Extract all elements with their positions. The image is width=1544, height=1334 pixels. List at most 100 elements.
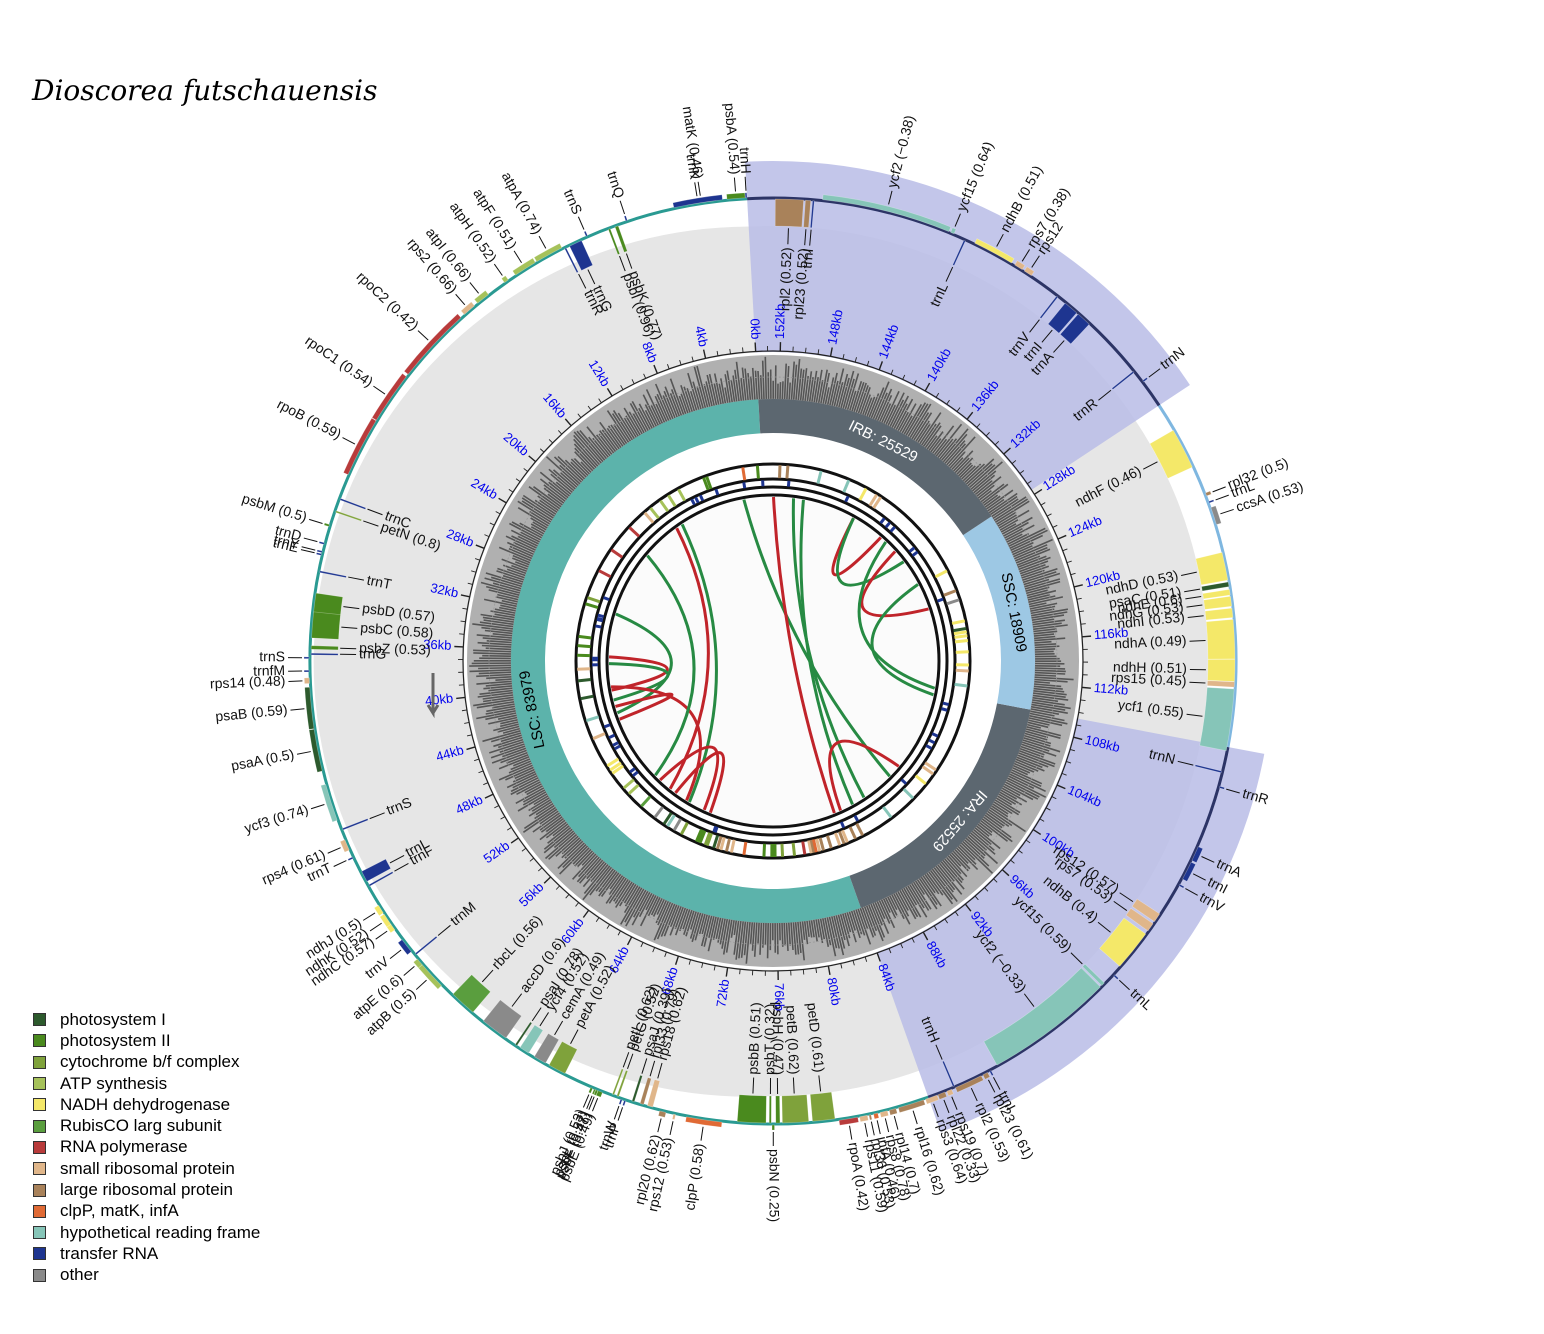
inner-gene-mark <box>659 499 670 513</box>
inner-gene-mark <box>801 841 807 855</box>
minor-tick <box>956 407 961 412</box>
legend-label: other <box>60 1265 99 1285</box>
inner-gene-mark <box>940 707 948 712</box>
gene-block <box>607 228 621 255</box>
repeat-chord <box>791 498 866 799</box>
gene-leader <box>363 520 379 527</box>
minor-tick <box>1076 724 1082 727</box>
gene-leader <box>1186 713 1203 717</box>
gene-leader <box>697 181 701 196</box>
gene-block <box>347 856 354 862</box>
gene-block <box>1201 581 1230 592</box>
inner-gene-mark <box>825 835 833 849</box>
inner-gene-mark <box>690 498 696 506</box>
gene-leader <box>657 1062 663 1079</box>
inner-gene-mark <box>841 829 849 843</box>
gene-block <box>452 974 491 1013</box>
legend-label: cytochrome b/f complex <box>60 1052 240 1072</box>
inner-track-mid2 <box>597 485 949 837</box>
minor-tick <box>523 468 528 472</box>
gene-block <box>1082 963 1105 987</box>
gene-leader <box>1021 249 1031 262</box>
gene-leader <box>511 993 523 1007</box>
gene-leader <box>1119 892 1134 903</box>
minor-tick <box>716 350 719 357</box>
minor-tick <box>1080 623 1086 625</box>
gene-leader <box>341 626 358 629</box>
gene-leader <box>1201 856 1215 863</box>
inner-gene-mark <box>603 723 611 729</box>
inner-gene-mark <box>705 476 713 490</box>
gene-leader <box>809 229 812 246</box>
tick-label: 44kb <box>434 742 465 764</box>
gene-block <box>838 1116 859 1126</box>
inner-gene-mark <box>628 526 641 538</box>
inner-gene-mark <box>577 667 591 671</box>
gene-block <box>974 238 1015 264</box>
gene-leader <box>531 1007 542 1022</box>
minor-tick <box>640 942 644 948</box>
gene-leader <box>933 1103 939 1118</box>
gene-block <box>937 1091 948 1100</box>
inner-gene-mark <box>712 834 720 849</box>
gene-leader <box>327 847 341 854</box>
minor-tick <box>460 620 466 623</box>
legend-item: hypothetical reading frame <box>33 1222 260 1243</box>
repeat-chord <box>611 685 702 801</box>
major-tick <box>1081 686 1091 689</box>
minor-tick <box>691 356 694 362</box>
minor-tick <box>1052 524 1058 528</box>
gene-block <box>657 1110 667 1118</box>
gene-leader <box>348 576 365 581</box>
gene-label: clpP (0.58) <box>681 1142 707 1211</box>
gene-label: psbB (0.51) <box>744 1002 763 1075</box>
direction-arrow <box>426 673 440 719</box>
gene-block <box>373 904 384 917</box>
inner-gene-mark <box>833 832 842 846</box>
minor-tick <box>1039 818 1045 822</box>
inner-gene-mark <box>914 774 927 785</box>
gene-leader <box>694 182 698 197</box>
gene-block <box>310 645 339 651</box>
gene-label: petB (0.62) <box>783 1005 802 1075</box>
gene-label: trnL <box>1228 477 1256 500</box>
minor-tick <box>1080 699 1086 702</box>
inner-gene-mark <box>612 741 619 747</box>
gene-leader <box>1220 508 1234 515</box>
legend-swatch <box>33 1268 46 1282</box>
tick-label: 32kb <box>429 580 460 601</box>
inner-gene-mark <box>931 732 939 738</box>
inner-gene-mark <box>785 465 790 479</box>
gene-leader <box>437 924 451 936</box>
inner-gene-mark <box>924 761 937 772</box>
major-tick <box>582 909 590 918</box>
inner-gene-mark <box>879 517 886 524</box>
inner-gene-mark <box>742 482 747 489</box>
minor-tick <box>1019 470 1025 474</box>
inner-gene-mark <box>702 477 710 491</box>
inner-gene-mark <box>900 778 908 785</box>
gene-label: psbM (0.5) <box>240 490 309 525</box>
repeat-chord <box>668 527 710 790</box>
legend-swatch <box>33 1034 46 1048</box>
minor-tick <box>652 947 656 953</box>
gene-block <box>519 1024 544 1054</box>
inner-gene-mark <box>703 832 712 846</box>
legend-item: other <box>33 1265 260 1286</box>
minor-tick <box>598 398 602 404</box>
inner-gene-mark <box>955 650 969 654</box>
repeat-chord <box>674 751 726 814</box>
gene-leader <box>369 922 382 932</box>
gene-block <box>955 1075 984 1093</box>
minor-tick <box>537 867 543 872</box>
gene-block <box>982 1071 991 1080</box>
gene-block <box>879 1110 889 1118</box>
gene-leader <box>792 1077 795 1094</box>
inner-gene-mark <box>653 806 664 819</box>
gene-block <box>671 1113 676 1120</box>
gene-block <box>1059 313 1090 345</box>
legend-label: clpP, matK, infA <box>60 1201 179 1221</box>
gene-leader <box>588 1096 595 1110</box>
